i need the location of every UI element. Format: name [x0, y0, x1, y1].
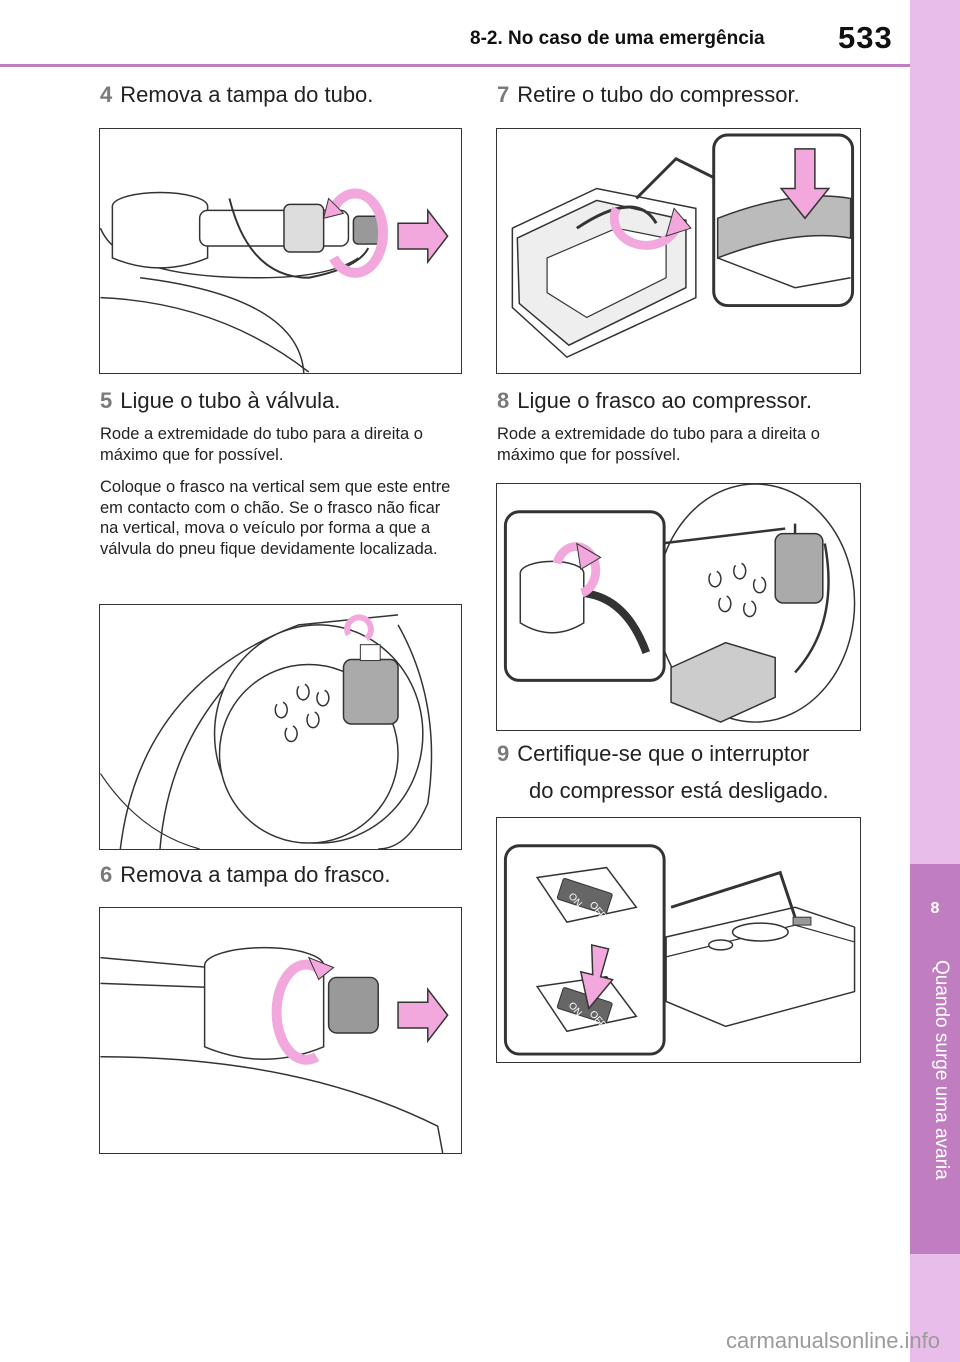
step-number: 8 — [497, 388, 510, 413]
step-5: 5 Ligue o tubo à válvula. — [100, 384, 340, 418]
figure-remove-tube-compressor — [496, 128, 861, 374]
header-divider — [0, 64, 910, 67]
step-4: 4 Remova a tampa do tubo. — [100, 78, 373, 112]
step-5-instruction: Rode a extremidade do tubo para a direit… — [100, 425, 423, 464]
step-text-line1: Certifique-se que o interruptor — [517, 741, 810, 766]
chapter-title: Quando surge uma avaria — [931, 960, 952, 1180]
figure-remove-tube-cap — [99, 128, 462, 374]
figure-connect-bottle-compressor — [496, 483, 861, 731]
illustration-bottle-cap — [100, 946, 449, 1153]
step-text: Retire o tubo do compressor. — [517, 82, 800, 107]
watermark: carmanualsonline.info — [726, 1328, 941, 1353]
step-number: 4 — [100, 82, 113, 107]
step-9: 9 Certifique-se que o interruptor — [497, 737, 810, 771]
illustration-compressor-tube — [511, 133, 855, 359]
step-5-note: Coloque o frasco na vertical sem que est… — [100, 478, 451, 558]
step-number: 7 — [497, 82, 510, 107]
step-7: 7 Retire o tubo do compressor. — [497, 78, 800, 112]
step-number: 9 — [497, 741, 510, 766]
page-number: 533 — [838, 20, 893, 55]
figure-remove-bottle-cap — [99, 907, 462, 1154]
step-6: 6 Remova a tampa do frasco. — [100, 858, 391, 892]
chapter-tab — [910, 864, 960, 1254]
step-text: Remova a tampa do tubo. — [120, 82, 374, 107]
step-8: 8 Ligue o frasco ao compressor. — [497, 384, 812, 418]
chapter-number: 8 — [930, 900, 940, 917]
step-text-line2: do compressor está desligado. — [529, 778, 829, 803]
figure-compressor-switch: ON OFF ON OFF — [496, 817, 861, 1063]
figure-connect-tube-valve — [99, 604, 462, 850]
illustration-power-switch: ON OFF ON OFF — [503, 844, 856, 1056]
illustration-wheel-valve — [100, 614, 433, 849]
illustration-tube-cap — [100, 188, 449, 373]
step-9-continued: do compressor está desligado. — [529, 774, 829, 808]
step-text: Ligue o frasco ao compressor. — [517, 388, 812, 413]
step-text: Remova a tampa do frasco. — [120, 862, 391, 887]
illustration-bottle-compressor — [503, 484, 856, 723]
step-number: 5 — [100, 388, 113, 413]
section-title: 8-2. No caso de uma emergência — [470, 28, 765, 49]
step-text: Ligue o tubo à válvula. — [120, 388, 341, 413]
step-number: 6 — [100, 862, 113, 887]
step-8-instruction: Rode a extremidade do tubo para a direit… — [497, 425, 820, 464]
